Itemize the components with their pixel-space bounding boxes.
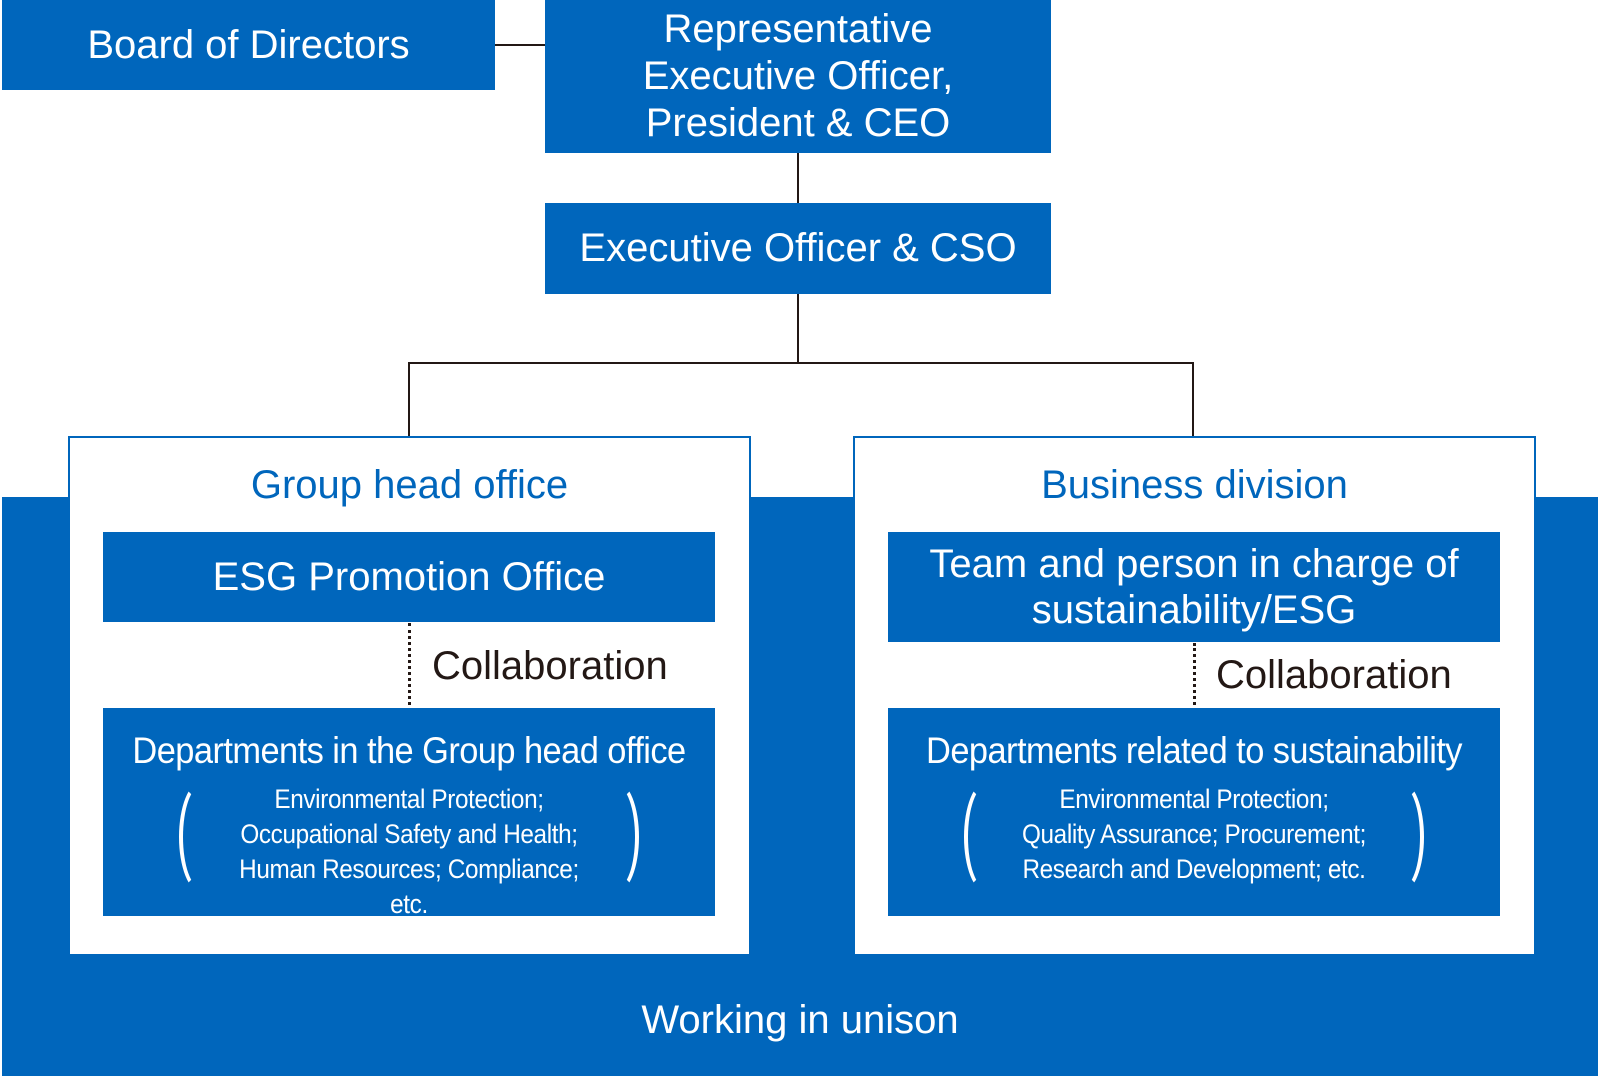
sustainability-departments-box: Departments related to sustainability En…: [888, 708, 1500, 916]
sustainability-departments-detail-line: Research and Development; etc.: [1022, 854, 1366, 884]
left-parenthesis: [179, 782, 223, 892]
left-parenthesis: [964, 782, 1008, 892]
sustainability-departments-detail-line: Environmental Protection;: [1059, 784, 1329, 814]
connector-horizontal-branch: [408, 362, 1194, 364]
sustainability-team-line-2: sustainability/ESG: [1031, 588, 1357, 632]
sustainability-departments-details: Environmental Protection; Quality Assura…: [964, 782, 1424, 892]
ceo-box: Representative Executive Officer, Presid…: [545, 0, 1051, 153]
ceo-label-line-1: Representative: [663, 7, 933, 51]
connector-ceo-cso: [797, 153, 799, 203]
esg-promotion-office-box: ESG Promotion Office: [103, 532, 715, 622]
ceo-label-line-2: Executive Officer,: [642, 54, 954, 98]
cso-label: Executive Officer & CSO: [579, 226, 1017, 270]
esg-promotion-office-label: ESG Promotion Office: [212, 554, 606, 599]
business-division-title: Business division: [1041, 462, 1348, 507]
group-departments-title: Departments in the Group head office: [132, 730, 686, 771]
right-parenthesis: [595, 782, 639, 892]
board-of-directors-label: Board of Directors: [87, 22, 410, 67]
collaboration-label-right: Collaboration: [1216, 652, 1452, 697]
collaboration-dotted-line-right: [1193, 643, 1196, 705]
group-head-office-title: Group head office: [250, 462, 569, 507]
group-departments-detail-line: Human Resources; Compliance; etc.: [239, 854, 579, 919]
sustainability-team-line-1: Team and person in charge of: [929, 542, 1459, 586]
collaboration-dotted-line-left: [408, 623, 411, 705]
cso-box: Executive Officer & CSO: [545, 203, 1051, 294]
sustainability-departments-detail-line: Quality Assurance; Procurement;: [1021, 819, 1367, 849]
working-in-unison-label: Working in unison: [641, 997, 959, 1042]
collaboration-label-left: Collaboration: [432, 643, 668, 688]
ceo-label-line-3: President & CEO: [645, 101, 951, 145]
group-departments-detail-line: Environmental Protection;: [274, 784, 544, 814]
connector-board-ceo: [495, 44, 545, 46]
connector-branch-left: [408, 362, 410, 437]
group-departments-detail-line: Occupational Safety and Health;: [240, 819, 578, 849]
sustainability-departments-title: Departments related to sustainability: [926, 730, 1462, 771]
right-parenthesis: [1380, 782, 1424, 892]
board-of-directors-box: Board of Directors: [2, 0, 495, 90]
sustainability-team-box: Team and person in charge of sustainabil…: [888, 532, 1500, 642]
connector-cso-trunk: [797, 294, 799, 364]
connector-branch-right: [1192, 362, 1194, 437]
group-departments-details: Environmental Protection; Occupational S…: [179, 782, 639, 919]
group-departments-box: Departments in the Group head office Env…: [103, 708, 715, 919]
